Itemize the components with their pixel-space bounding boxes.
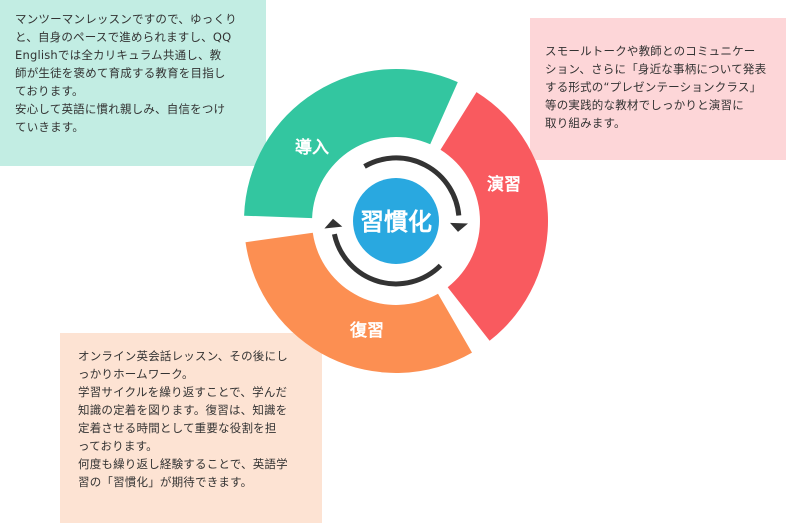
- review-label: 復習: [349, 320, 384, 341]
- cycle-arrows-icon: [324, 155, 468, 287]
- review-segment: [245, 232, 472, 373]
- review-description: オンライン英会話レッスン、その後にし っかりホームワーク。 学習サイクルを繰り返…: [60, 333, 322, 523]
- learning-cycle-diagram: 導入 演習 復習 習慣化: [244, 68, 549, 373]
- intro-segment: [244, 68, 458, 219]
- intro-label: 導入: [295, 137, 329, 158]
- practice-segment: [440, 92, 549, 341]
- center-label: 習慣化: [360, 208, 432, 236]
- practice-description: スモールトークや教師とのコミュニケー ション、さらに「身近な事柄について発表 す…: [530, 18, 786, 160]
- practice-label: 演習: [487, 174, 521, 195]
- center-circle: [353, 178, 439, 264]
- intro-description: マンツーマンレッスンですので、ゆっくり と、自身のペースで進められますし、QQ …: [0, 0, 266, 166]
